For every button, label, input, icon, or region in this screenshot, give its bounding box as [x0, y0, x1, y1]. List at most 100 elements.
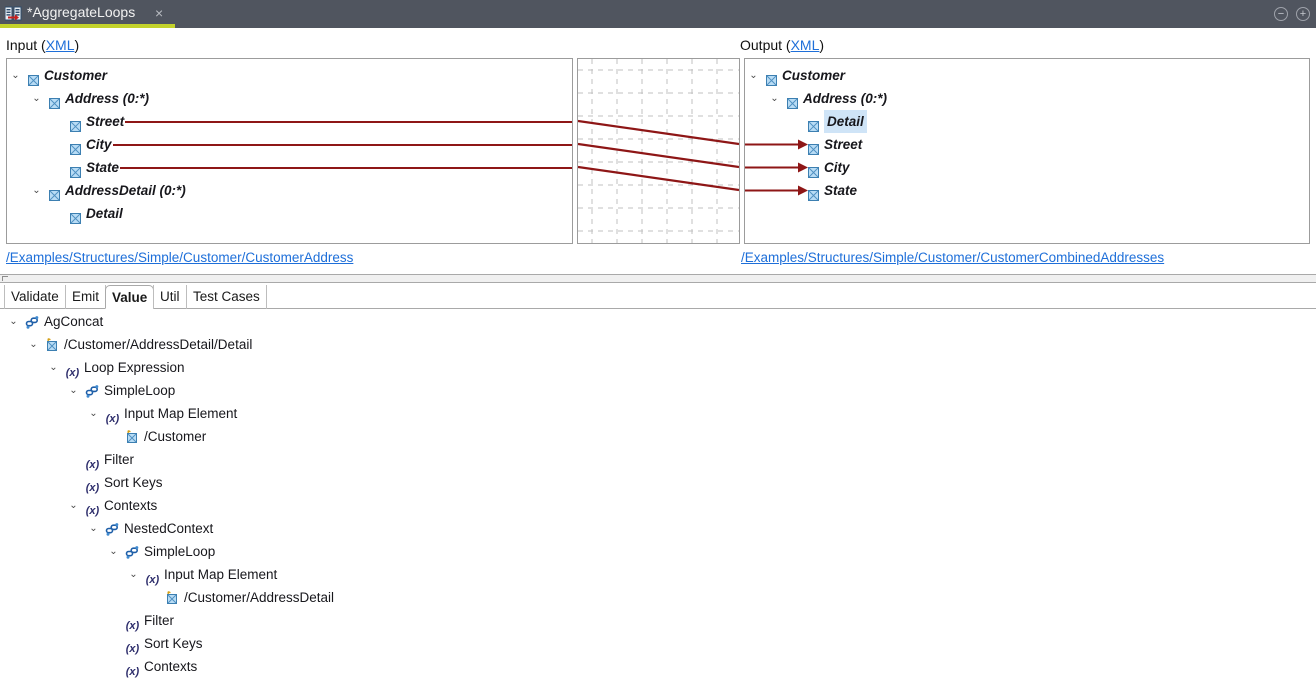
tree-node-checkbox-icon[interactable] — [808, 185, 819, 201]
tree-row[interactable]: Detail — [7, 202, 572, 225]
tree-row[interactable]: ⌄ Address (0:*) — [7, 87, 572, 110]
maximize-button[interactable]: + — [1296, 7, 1310, 21]
expression-node-label[interactable]: Filter — [104, 452, 134, 467]
tree-node-label[interactable]: Detail — [824, 110, 867, 133]
expression-tree-row[interactable]: ⌄ SimpleLoop — [0, 540, 1316, 563]
tree-row[interactable]: State — [7, 156, 572, 179]
expression-tree-row[interactable]: ⌄NestedContext — [0, 517, 1316, 540]
chevron-down-icon[interactable]: ⌄ — [69, 385, 78, 396]
chevron-down-icon[interactable]: ⌄ — [32, 185, 41, 196]
tree-node-checkbox-icon[interactable] — [766, 70, 777, 86]
expression-node-label[interactable]: Loop Expression — [84, 360, 185, 375]
expression-tree-row[interactable]: (x)Sort Keys — [0, 471, 1316, 494]
expression-tree-row[interactable]: /Customer/AddressDetail — [0, 586, 1316, 609]
tab-validate[interactable]: Validate — [4, 285, 66, 309]
expression-node-label[interactable]: SimpleLoop — [144, 544, 216, 559]
mapping-line[interactable] — [120, 167, 572, 169]
chevron-down-icon[interactable]: ⌄ — [749, 70, 758, 81]
output-structure-path[interactable]: /Examples/Structures/Simple/Customer/Cus… — [741, 250, 1165, 265]
expression-tree-row[interactable]: ⌄SimpleLoop — [0, 379, 1316, 402]
expression-tree-row[interactable]: (x)Contexts — [0, 655, 1316, 678]
tree-node-checkbox-icon[interactable] — [70, 139, 81, 155]
tree-node-label[interactable]: Customer — [44, 68, 108, 83]
horizontal-splitter[interactable] — [0, 274, 1316, 283]
expression-node-label[interactable]: Contexts — [104, 498, 158, 513]
chevron-down-icon[interactable]: ⌄ — [109, 546, 118, 557]
expression-tree-row[interactable]: (x)Filter — [0, 609, 1316, 632]
chevron-down-icon[interactable]: ⌄ — [770, 93, 779, 104]
tree-node-checkbox-icon[interactable] — [808, 116, 819, 132]
expression-tree-row[interactable]: ⌄(x)Contexts — [0, 494, 1316, 517]
tab-util[interactable]: Util — [153, 285, 187, 309]
expression-node-label[interactable]: Sort Keys — [144, 636, 203, 651]
expression-node-label[interactable]: Filter — [144, 613, 174, 628]
expression-tree-row[interactable]: ⌄(x)Loop Expression — [0, 356, 1316, 379]
chevron-down-icon[interactable]: ⌄ — [89, 408, 98, 419]
tree-node-label[interactable]: State — [86, 160, 120, 175]
expression-node-label[interactable]: /Customer/AddressDetail — [184, 590, 335, 605]
chevron-down-icon[interactable]: ⌄ — [69, 500, 78, 511]
tree-node-label[interactable]: State — [824, 183, 858, 198]
tree-node-checkbox-icon[interactable] — [28, 70, 39, 86]
chevron-down-icon[interactable]: ⌄ — [32, 93, 41, 104]
expression-node-label[interactable]: Sort Keys — [104, 475, 163, 490]
tree-node-label[interactable]: City — [86, 137, 112, 152]
mapping-arrow[interactable] — [745, 183, 808, 198]
expression-node-label[interactable]: Input Map Element — [124, 406, 238, 421]
tree-row[interactable]: Street — [7, 110, 572, 133]
tree-row[interactable]: Street — [745, 133, 1309, 156]
tab-test-cases[interactable]: Test Cases — [186, 285, 267, 309]
tree-node-checkbox-icon[interactable] — [70, 208, 81, 224]
tree-node-label[interactable]: AddressDetail (0:*) — [65, 183, 186, 198]
chevron-down-icon[interactable]: ⌄ — [9, 316, 18, 327]
close-icon[interactable]: × — [155, 5, 164, 21]
tree-row[interactable]: ⌄ Address (0:*) — [745, 87, 1309, 110]
minimize-button[interactable]: − — [1274, 7, 1288, 21]
tree-node-label[interactable]: Address (0:*) — [803, 91, 888, 106]
tree-node-label[interactable]: Customer — [782, 68, 846, 83]
tree-row[interactable]: Detail — [745, 110, 1309, 133]
tree-node-checkbox-icon[interactable] — [808, 162, 819, 178]
tree-node-checkbox-icon[interactable] — [70, 162, 81, 178]
tree-node-checkbox-icon[interactable] — [808, 139, 819, 155]
tree-row[interactable]: City — [745, 156, 1309, 179]
tree-row[interactable]: City — [7, 133, 572, 156]
expression-tree[interactable]: ⌄AgConcat⌄/Customer/AddressDetail/Detail… — [0, 310, 1316, 680]
mapping-line[interactable] — [125, 121, 572, 123]
tree-row[interactable]: ⌄ AddressDetail (0:*) — [7, 179, 572, 202]
tree-node-checkbox-icon[interactable] — [787, 93, 798, 109]
expression-node-label[interactable]: /Customer — [144, 429, 207, 444]
chevron-down-icon[interactable]: ⌄ — [11, 70, 20, 81]
expression-tree-row[interactable]: ⌄(x)Input Map Element — [0, 563, 1316, 586]
expression-tree-row[interactable]: (x)Filter — [0, 448, 1316, 471]
tree-row[interactable]: ⌄ Customer — [7, 64, 572, 87]
mapping-grid-panel[interactable] — [577, 58, 740, 244]
tree-node-checkbox-icon[interactable] — [70, 116, 81, 132]
expression-tree-row[interactable]: /Customer — [0, 425, 1316, 448]
expression-node-label[interactable]: Contexts — [144, 659, 198, 674]
tree-node-label[interactable]: Address (0:*) — [65, 91, 150, 106]
mapping-arrow[interactable] — [745, 137, 808, 152]
editor-tab-aggregateloops[interactable]: *AggregateLoops × — [0, 0, 175, 28]
tree-row[interactable]: ⌄ Customer — [745, 64, 1309, 87]
tab-emit[interactable]: Emit — [65, 285, 106, 309]
input-xml-link[interactable]: XML — [45, 37, 75, 53]
tab-value[interactable]: Value — [105, 285, 155, 309]
input-structure-path[interactable]: /Examples/Structures/Simple/Customer/Cus… — [6, 250, 354, 265]
chevron-down-icon[interactable]: ⌄ — [89, 523, 98, 534]
tree-node-label[interactable]: Detail — [86, 206, 123, 221]
chevron-down-icon[interactable]: ⌄ — [29, 339, 38, 350]
tree-node-checkbox-icon[interactable] — [49, 93, 60, 109]
tree-node-label[interactable]: Street — [824, 137, 863, 152]
tree-row[interactable]: State — [745, 179, 1309, 202]
expression-tree-row[interactable]: ⌄(x)Input Map Element — [0, 402, 1316, 425]
expression-node-label[interactable]: Input Map Element — [164, 567, 278, 582]
output-xml-link[interactable]: XML — [790, 37, 820, 53]
mapping-line[interactable] — [113, 144, 572, 146]
tree-node-label[interactable]: Street — [86, 114, 125, 129]
expression-tree-row[interactable]: ⌄/Customer/AddressDetail/Detail — [0, 333, 1316, 356]
mapping-arrow[interactable] — [745, 160, 808, 175]
chevron-down-icon[interactable]: ⌄ — [49, 362, 58, 373]
